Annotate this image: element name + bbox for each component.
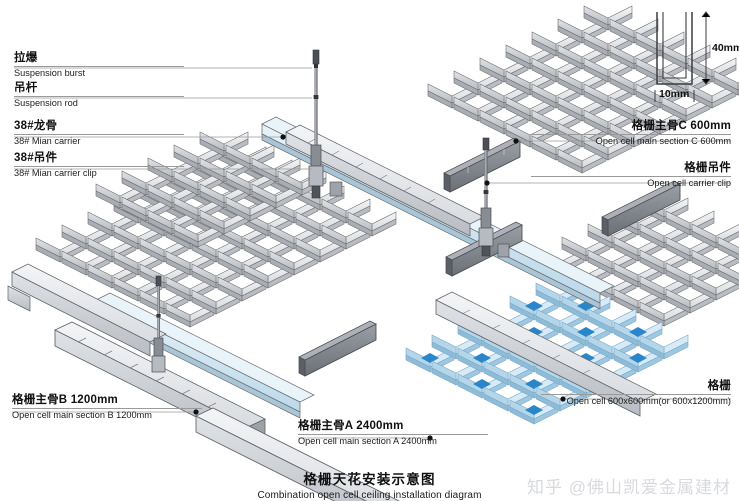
open-cell-node-accent — [577, 327, 595, 337]
callout-cn-text: 38#吊件 — [14, 152, 58, 164]
callout-rule — [541, 393, 731, 395]
suspension-rod-2 — [478, 137, 494, 257]
callout-suspension-rod: 吊杆 Suspension rod — [14, 82, 184, 109]
open-cell-node — [347, 211, 397, 237]
open-cell-node-accent — [525, 379, 543, 389]
open-cell-node-accent — [525, 301, 543, 311]
dimension-arrow-width — [654, 90, 695, 102]
callout-rule — [14, 133, 184, 135]
dimension-labels: 40mm 10mm — [648, 6, 739, 102]
callout-main-section-b-1200: 格栅主骨B 1200mm Open cell main section B 12… — [12, 394, 202, 421]
leader-endpoint-dot — [484, 180, 490, 186]
suspension-assemblies — [151, 49, 510, 373]
edge-rail-top — [285, 124, 485, 237]
main-section-c-600 — [443, 137, 521, 193]
u-channel-profile — [654, 11, 711, 102]
carrier-clip-2 — [497, 243, 510, 258]
callout-main-carrier-38: 38#龙骨 38# Mian carrier — [14, 120, 184, 147]
callout-en-text: Open cell main section A 2400mm — [298, 436, 437, 447]
open-cell-node — [635, 31, 685, 57]
leader-endpoint-dot — [513, 138, 519, 144]
carrier-clip-1 — [329, 181, 343, 197]
callout-cn-text: 格栅主骨B 1200mm — [12, 394, 118, 406]
open-cell-node-accent — [629, 353, 647, 363]
open-cell-node — [691, 275, 739, 301]
callout-cn-text: 吊杆 — [14, 82, 38, 94]
open-cell-node — [251, 183, 301, 209]
callout-cn-text: 格栅主骨A 2400mm — [298, 420, 404, 432]
callout-en-text: Open cell main section C 600mm — [595, 136, 731, 147]
open-cell-node — [431, 360, 481, 386]
edge-rail-left-upper — [7, 285, 31, 312]
callout-en-text: 38# Mian carrier — [14, 136, 81, 147]
callout-rule — [14, 65, 184, 67]
callout-rule — [531, 175, 731, 177]
open-cell-node — [717, 236, 739, 260]
callout-en-text: Suspension rod — [14, 98, 78, 109]
dark-section-mid-right — [601, 180, 681, 237]
callout-main-section-c-600: 格栅主骨C 600mm Open cell main section C 600… — [531, 120, 731, 147]
leader-endpoint-dot — [560, 396, 566, 402]
open-cell-node-accent — [473, 353, 491, 363]
dimension-height-label: 40mm — [712, 42, 739, 54]
suspension-rod-1 — [308, 49, 324, 199]
callout-en-text: Open cell carrier clip — [647, 178, 731, 189]
callout-rule — [14, 95, 184, 97]
open-cell-node-accent — [525, 405, 543, 415]
callout-en-text: Suspension burst — [14, 68, 85, 79]
open-cell-node — [217, 250, 267, 276]
callout-en-text: 38# Mian carrier clip — [14, 168, 97, 179]
dimension-width-label: 10mm — [659, 88, 690, 100]
open-cell-node — [583, 31, 633, 57]
open-cell-node — [225, 144, 275, 170]
main-section-a-2400 — [195, 407, 400, 501]
callout-open-cell-size: 格栅 Open cell 600x600mm(or 600x1200mm) — [541, 380, 731, 407]
open-cell-node — [531, 57, 581, 83]
dark-section-centre — [298, 320, 377, 377]
callout-rule — [14, 165, 184, 167]
main-carrier-rails — [7, 116, 657, 501]
open-cell-node — [191, 289, 241, 315]
open-cell-node-accent — [629, 327, 647, 337]
open-cell-node — [665, 210, 715, 236]
callout-rule — [298, 433, 488, 435]
open-cell-node-accent — [473, 379, 491, 389]
callout-cn-text: 格栅主骨C 600mm — [631, 120, 731, 132]
open-cell-node — [321, 198, 371, 224]
leader-endpoint-dot — [193, 409, 199, 415]
leader-lines — [12, 67, 731, 441]
callout-open-cell-carrier-clip: 格栅吊件 Open cell carrier clip — [531, 162, 731, 189]
callout-cn-text: 拉爆 — [14, 52, 38, 64]
open-cell-node — [713, 70, 739, 96]
open-cell-node — [457, 347, 507, 373]
callout-cn-text: 38#龙骨 — [14, 120, 58, 132]
callout-en-text: Open cell 600x600mm(or 600x1200mm) — [566, 396, 731, 407]
callout-en-text: Open cell main section B 1200mm — [12, 410, 152, 421]
callout-main-carrier-clip-38: 38#吊件 38# Mian carrier clip — [14, 152, 184, 179]
watermark: 知乎 @佛山凯爱金属建材 — [527, 478, 731, 497]
open-cell-node — [165, 250, 215, 276]
callout-suspension-burst: 拉爆 Suspension burst — [14, 52, 184, 79]
open-cell-node — [217, 276, 267, 302]
open-cell-node — [587, 308, 637, 334]
open-cell-node-accent — [421, 353, 439, 363]
open-cell-node — [147, 183, 197, 209]
callout-rule — [12, 407, 202, 409]
open-cell-node — [717, 262, 739, 286]
leader-endpoint-dot — [280, 134, 286, 140]
suspension-rod-3 — [151, 275, 166, 373]
leader-endpoint-dot — [427, 435, 433, 441]
open-cell-grid-top-right — [427, 5, 739, 174]
open-cell-node — [121, 170, 171, 196]
callout-cn-text: 格栅 — [707, 380, 731, 392]
callout-rule — [531, 133, 731, 135]
open-cell-node — [639, 334, 689, 360]
dimension-arrow-height — [701, 11, 711, 85]
open-cell-grid-upper-left — [95, 131, 327, 248]
callout-main-section-a-2400: 格栅主骨A 2400mm Open cell main section A 24… — [298, 420, 488, 447]
edge-rail-left — [11, 263, 167, 357]
callout-cn-text: 格栅吊件 — [684, 162, 731, 174]
